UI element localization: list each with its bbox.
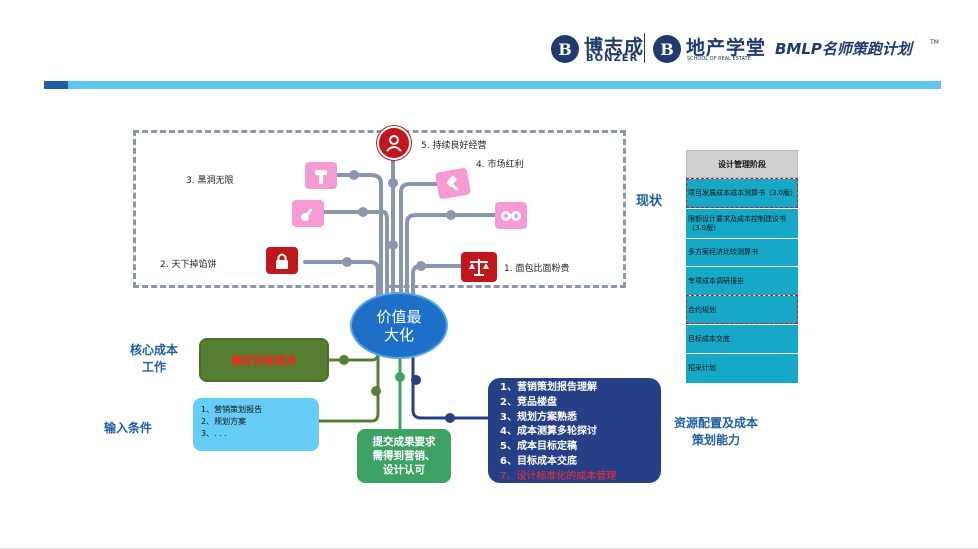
status-frame — [133, 130, 626, 288]
brand-divider — [644, 33, 645, 63]
guitar-icon — [292, 200, 324, 227]
resource-item: 5、成本目标定稿 — [500, 441, 577, 453]
gavel-icon — [434, 167, 472, 200]
brand1-en: BONZER — [586, 53, 639, 64]
input-item: 2、规划方案 — [201, 417, 247, 426]
table-row: 专项成本调研报告 — [686, 266, 798, 295]
resource-item: 1、营销策划报告理解 — [500, 382, 597, 393]
node-label-5: 5. 持续良好经营 — [421, 141, 487, 151]
table-row: 合约规划 — [686, 295, 798, 324]
table-row: 项目发展成本成本测算书（3.0版） — [686, 178, 798, 208]
table-row: 招采计划 — [686, 353, 798, 383]
table-row: 目标成本交底 — [686, 324, 798, 353]
input-item: 1、营销策划报告 — [201, 405, 263, 414]
node-label-1: 1. 面包比面粉贵 — [504, 264, 570, 274]
hammer-icon — [305, 162, 337, 189]
value-maximization: 价值最大化 — [350, 292, 448, 359]
brand2-en: SCHOOL OF REAL ESTATE — [687, 56, 751, 62]
brand1-cn: 博志成 — [584, 36, 645, 58]
table-header: 设计管理阶段 — [686, 150, 798, 178]
resource-item-highlight: 7、设计标准化的成本管理 — [500, 470, 617, 482]
input-label: 输入条件 — [104, 421, 153, 435]
input-item: 3、. . . — [201, 429, 227, 438]
submit-requirement-box: 提交成果要求 需得到营销、 设计认可 — [357, 429, 451, 483]
header-bar — [68, 81, 941, 89]
node-label-4: 4. 市场红利 — [476, 160, 524, 170]
table-row: 限额设计要求及成本控制建议书（3.0版） — [686, 208, 798, 238]
resource-list-box: 1、营销策划报告理解 2、竞品楼盘 3、规划方案熟悉 4、成本测算多轮探讨 5、… — [488, 378, 661, 483]
resource-item: 3、规划方案熟悉 — [500, 411, 577, 423]
node-label-2: 2. 天下掉馅饼 — [160, 260, 217, 270]
resource-item: 2、竞品楼盘 — [500, 396, 557, 408]
program-logo: BMLP名师策跑计划 — [775, 40, 912, 58]
design-stage-table: 设计管理阶段 项目发展成本成本测算书（3.0版） 限额设计要求及成本控制建议书（… — [686, 150, 798, 383]
scale-icon — [461, 252, 497, 282]
eyes-icon — [495, 202, 527, 229]
node-label-3: 3. 黑洞无限 — [186, 176, 234, 186]
table-row: 多方案经济比较测算书 — [686, 238, 798, 266]
resource-item: 4、成本测算多轮探讨 — [500, 426, 597, 438]
status-label: 现状 — [636, 194, 663, 209]
user-icon — [377, 126, 411, 160]
target-cost-box: 确定目标成本 — [199, 338, 329, 382]
lock-icon — [266, 247, 298, 274]
input-conditions-box: 1、营销策划报告 2、规划方案 3、. . . — [193, 398, 319, 451]
bonzer-logo-icon: B — [551, 35, 579, 63]
school-logo-icon: B — [653, 35, 681, 63]
header-bar-accent — [44, 81, 68, 89]
resource-connector — [411, 345, 488, 420]
input-connector — [319, 340, 380, 423]
trademark: TM — [930, 39, 939, 46]
resource-item: 6、目标成本交底 — [500, 455, 577, 467]
resource-label: 资源配置及成本 策划能力 — [673, 416, 758, 447]
brand2-cn: 地产学堂 — [686, 37, 767, 59]
core-cost-label: 核心成本 工作 — [129, 343, 178, 374]
